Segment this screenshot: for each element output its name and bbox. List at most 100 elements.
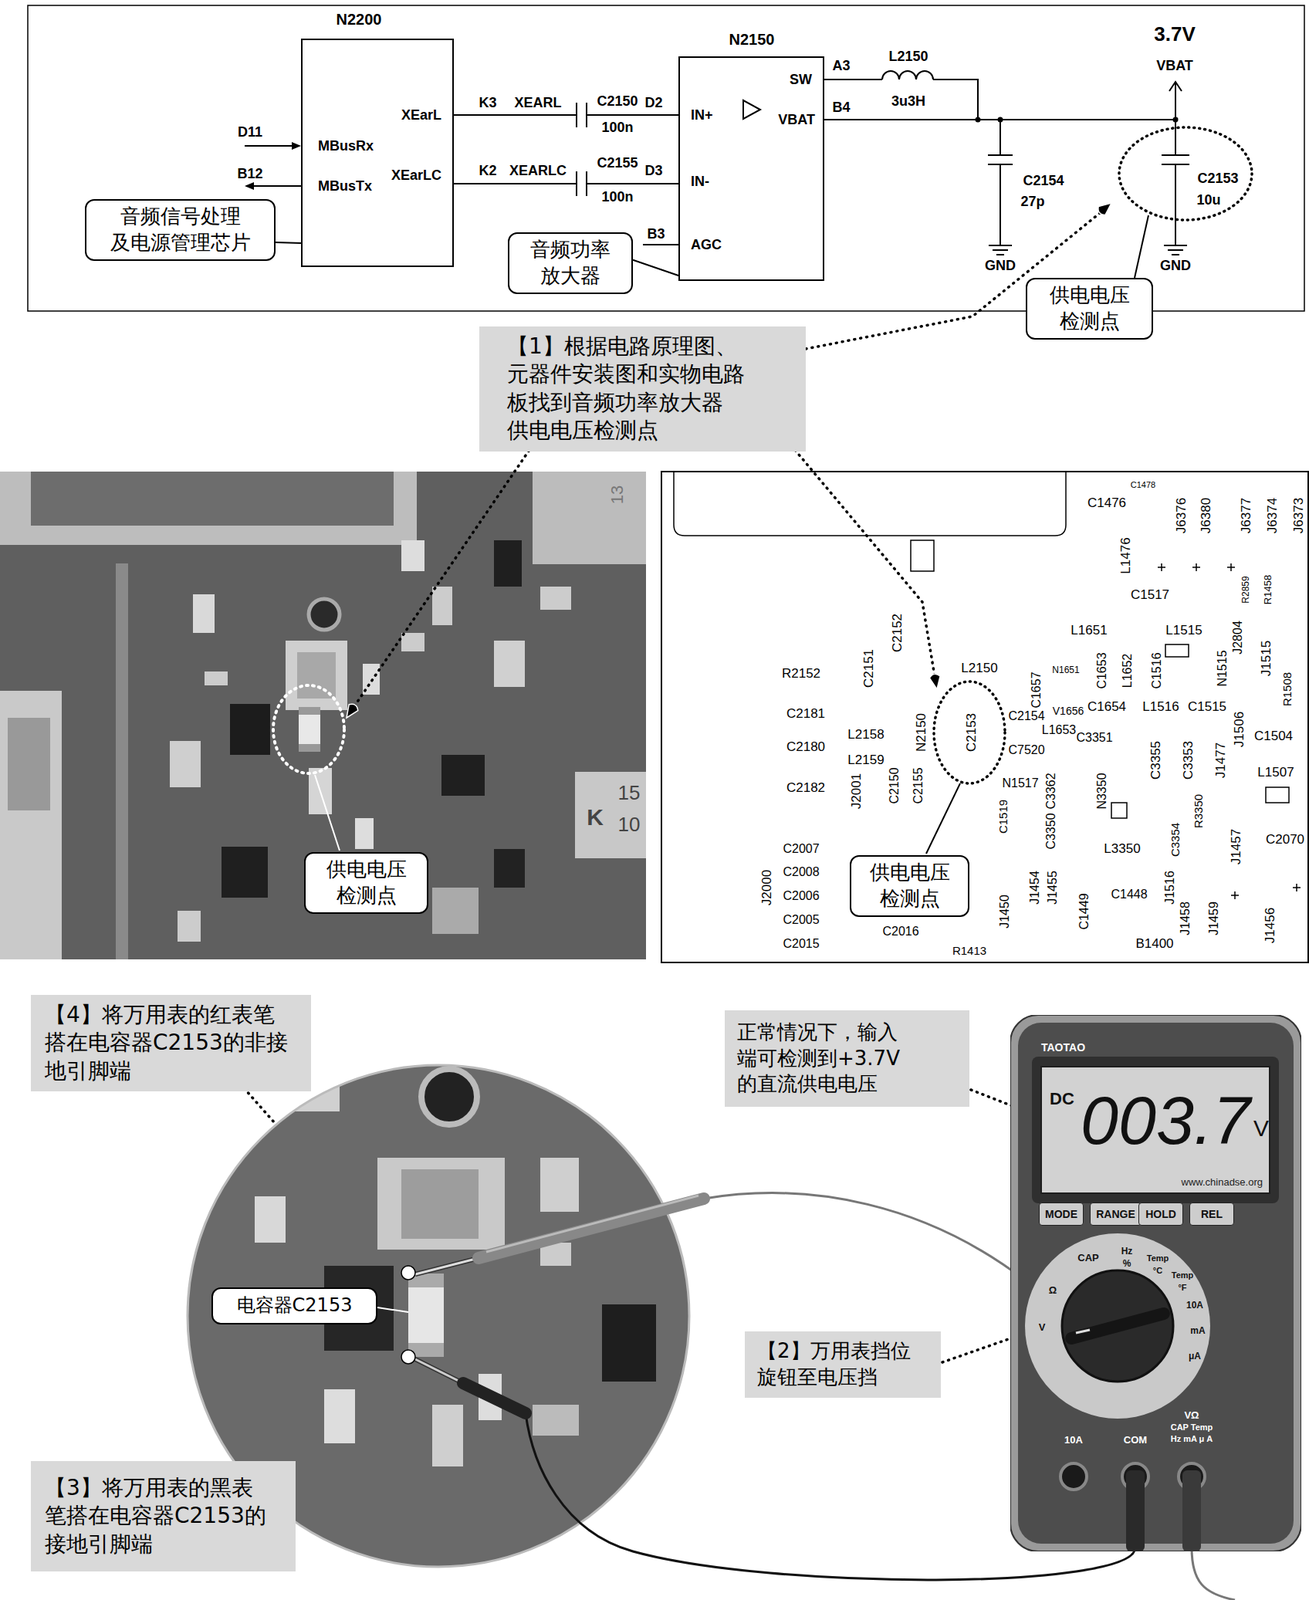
part-label: L1652 xyxy=(1120,653,1135,689)
pcb-layout xyxy=(1157,563,1301,900)
test-lead xyxy=(415,1258,479,1275)
dial-label: V xyxy=(1038,1322,1046,1333)
part-label: R3350 xyxy=(1192,794,1206,829)
note-text: 音频功率 放大器 xyxy=(515,236,626,290)
detect-ellipse xyxy=(1119,127,1252,220)
pcb-layout xyxy=(661,471,1309,963)
pcb-photo xyxy=(0,690,62,960)
note-text: 【1】根据电路原理图、 元器件安装图和实物电路 板找到音频功率放大器 供电电压检… xyxy=(507,332,794,446)
part-label: C2180 xyxy=(786,740,826,755)
part-label: J1454 xyxy=(1028,870,1042,905)
photo-marking: 13 xyxy=(608,485,627,504)
part-text: 003.7 xyxy=(1080,1081,1251,1160)
part-label: J1450 xyxy=(997,894,1012,929)
part-label: J6377 xyxy=(1239,497,1255,534)
part-label: J1457 xyxy=(1229,828,1245,865)
pcb-layout xyxy=(926,783,961,854)
wire-arrow xyxy=(997,117,1004,123)
multimeter-drawing xyxy=(1018,1022,1294,1544)
note-text: 正常情况下，输入 端可检测到+3.7V 的直流供电电压 xyxy=(737,1019,958,1098)
part-label: C2006 xyxy=(782,889,819,904)
part-text: TAOTAO xyxy=(1041,1041,1086,1054)
schematic-wire xyxy=(246,185,302,187)
part-text: AGC xyxy=(690,236,722,254)
part-label: J1516 xyxy=(1163,870,1178,905)
step-note: 【2】万用表挡位 旋钮至电压挡 xyxy=(744,1331,941,1398)
part-label: C3353 xyxy=(1181,740,1197,780)
part-label: C1657 xyxy=(1029,671,1044,708)
multimeter-drawing xyxy=(1075,1329,1090,1333)
info-note: 正常情况下，输入 端可检测到+3.7V 的直流供电电压 xyxy=(724,1010,970,1107)
part-label: L1516 xyxy=(1142,700,1179,715)
part-label: C7520 xyxy=(1007,743,1045,758)
signal-label: D2 xyxy=(644,95,663,112)
test-lead xyxy=(401,1349,416,1364)
signal-label: 27p xyxy=(1020,194,1045,210)
wire-arrow xyxy=(244,117,1179,191)
schematic-wire xyxy=(1174,82,1177,120)
part-label: J1456 xyxy=(1263,907,1279,944)
signal-label: 100n xyxy=(601,120,633,136)
zoom-photo xyxy=(602,1304,657,1382)
note-text: 电容器C2153 xyxy=(236,1293,353,1318)
part-text: XEarLC xyxy=(391,167,442,184)
pcb-layout xyxy=(673,471,1066,536)
signal-label: GND xyxy=(984,258,1016,274)
part-label: R1413 xyxy=(952,944,987,958)
part-label: J1477 xyxy=(1214,742,1229,778)
zoom-photo xyxy=(324,1389,356,1444)
schematic-wire xyxy=(996,253,1005,256)
part-label: N1517 xyxy=(1001,776,1039,791)
zoom-photo xyxy=(377,1307,409,1313)
pcb-photo xyxy=(401,632,425,652)
button-key: REL xyxy=(1189,1202,1235,1226)
part-label: C2155 xyxy=(911,767,926,804)
signal-label: K3 xyxy=(478,95,497,112)
multimeter-drawing xyxy=(1010,1014,1302,1552)
schematic-frame xyxy=(27,5,1305,312)
multimeter-drawing xyxy=(1031,1056,1279,1204)
button-key: HOLD xyxy=(1138,1202,1184,1226)
test-lead xyxy=(415,1359,464,1384)
part-text: SW xyxy=(789,71,812,88)
dial-label: Ω xyxy=(1048,1285,1057,1296)
part-text: IN- xyxy=(690,173,710,190)
part-text: N2150 xyxy=(729,30,775,49)
pcb-photo xyxy=(540,586,572,610)
part-label: N3350 xyxy=(1095,772,1110,809)
test-lead xyxy=(401,1265,416,1280)
signal-label: D3 xyxy=(644,163,663,180)
part-text: DC xyxy=(1049,1089,1075,1109)
leader-dotted xyxy=(351,445,533,711)
part-label: R1508 xyxy=(1281,672,1295,707)
pcb-photo xyxy=(432,586,453,626)
note-text: 供电电压 检测点 xyxy=(1033,282,1146,335)
schematic-wire xyxy=(743,100,761,119)
part-label: J2804 xyxy=(1231,620,1245,655)
dial-label: °C xyxy=(1153,1265,1163,1276)
signal-label: C2150 xyxy=(596,94,638,110)
part-label: L1507 xyxy=(1257,765,1294,781)
schematic-wire xyxy=(575,171,578,197)
zoom-photo xyxy=(408,1273,444,1357)
leader-dotted xyxy=(791,445,936,681)
signal-label: L2150 xyxy=(888,49,928,65)
pcb-photo xyxy=(493,848,525,888)
signal-label: XEARLC xyxy=(509,163,567,180)
part-label: R1458 xyxy=(1262,575,1274,605)
part-label: C1516 xyxy=(1150,652,1164,689)
part-label: R2859 xyxy=(1241,575,1252,603)
part-label: C3351 xyxy=(1075,730,1113,745)
schematic-wire xyxy=(575,102,578,128)
pcb-photo xyxy=(169,740,201,788)
pointer-icon xyxy=(341,702,360,721)
chip-block: N2200MBusRxMBusTxXEarLXEarLC xyxy=(301,38,454,268)
signal-label: D11 xyxy=(237,125,263,141)
part-label: C1515 xyxy=(1187,700,1227,715)
part-label: J6374 xyxy=(1265,497,1281,534)
signal-label: XEARL xyxy=(514,95,562,112)
part-label: C1517 xyxy=(1130,588,1170,603)
pcb-photo xyxy=(355,818,374,849)
step-note: 【4】将万用表的红表笔 搭在电容器C2153的非接 地引脚端 xyxy=(30,994,312,1092)
dial-label: μA xyxy=(1188,1351,1201,1362)
